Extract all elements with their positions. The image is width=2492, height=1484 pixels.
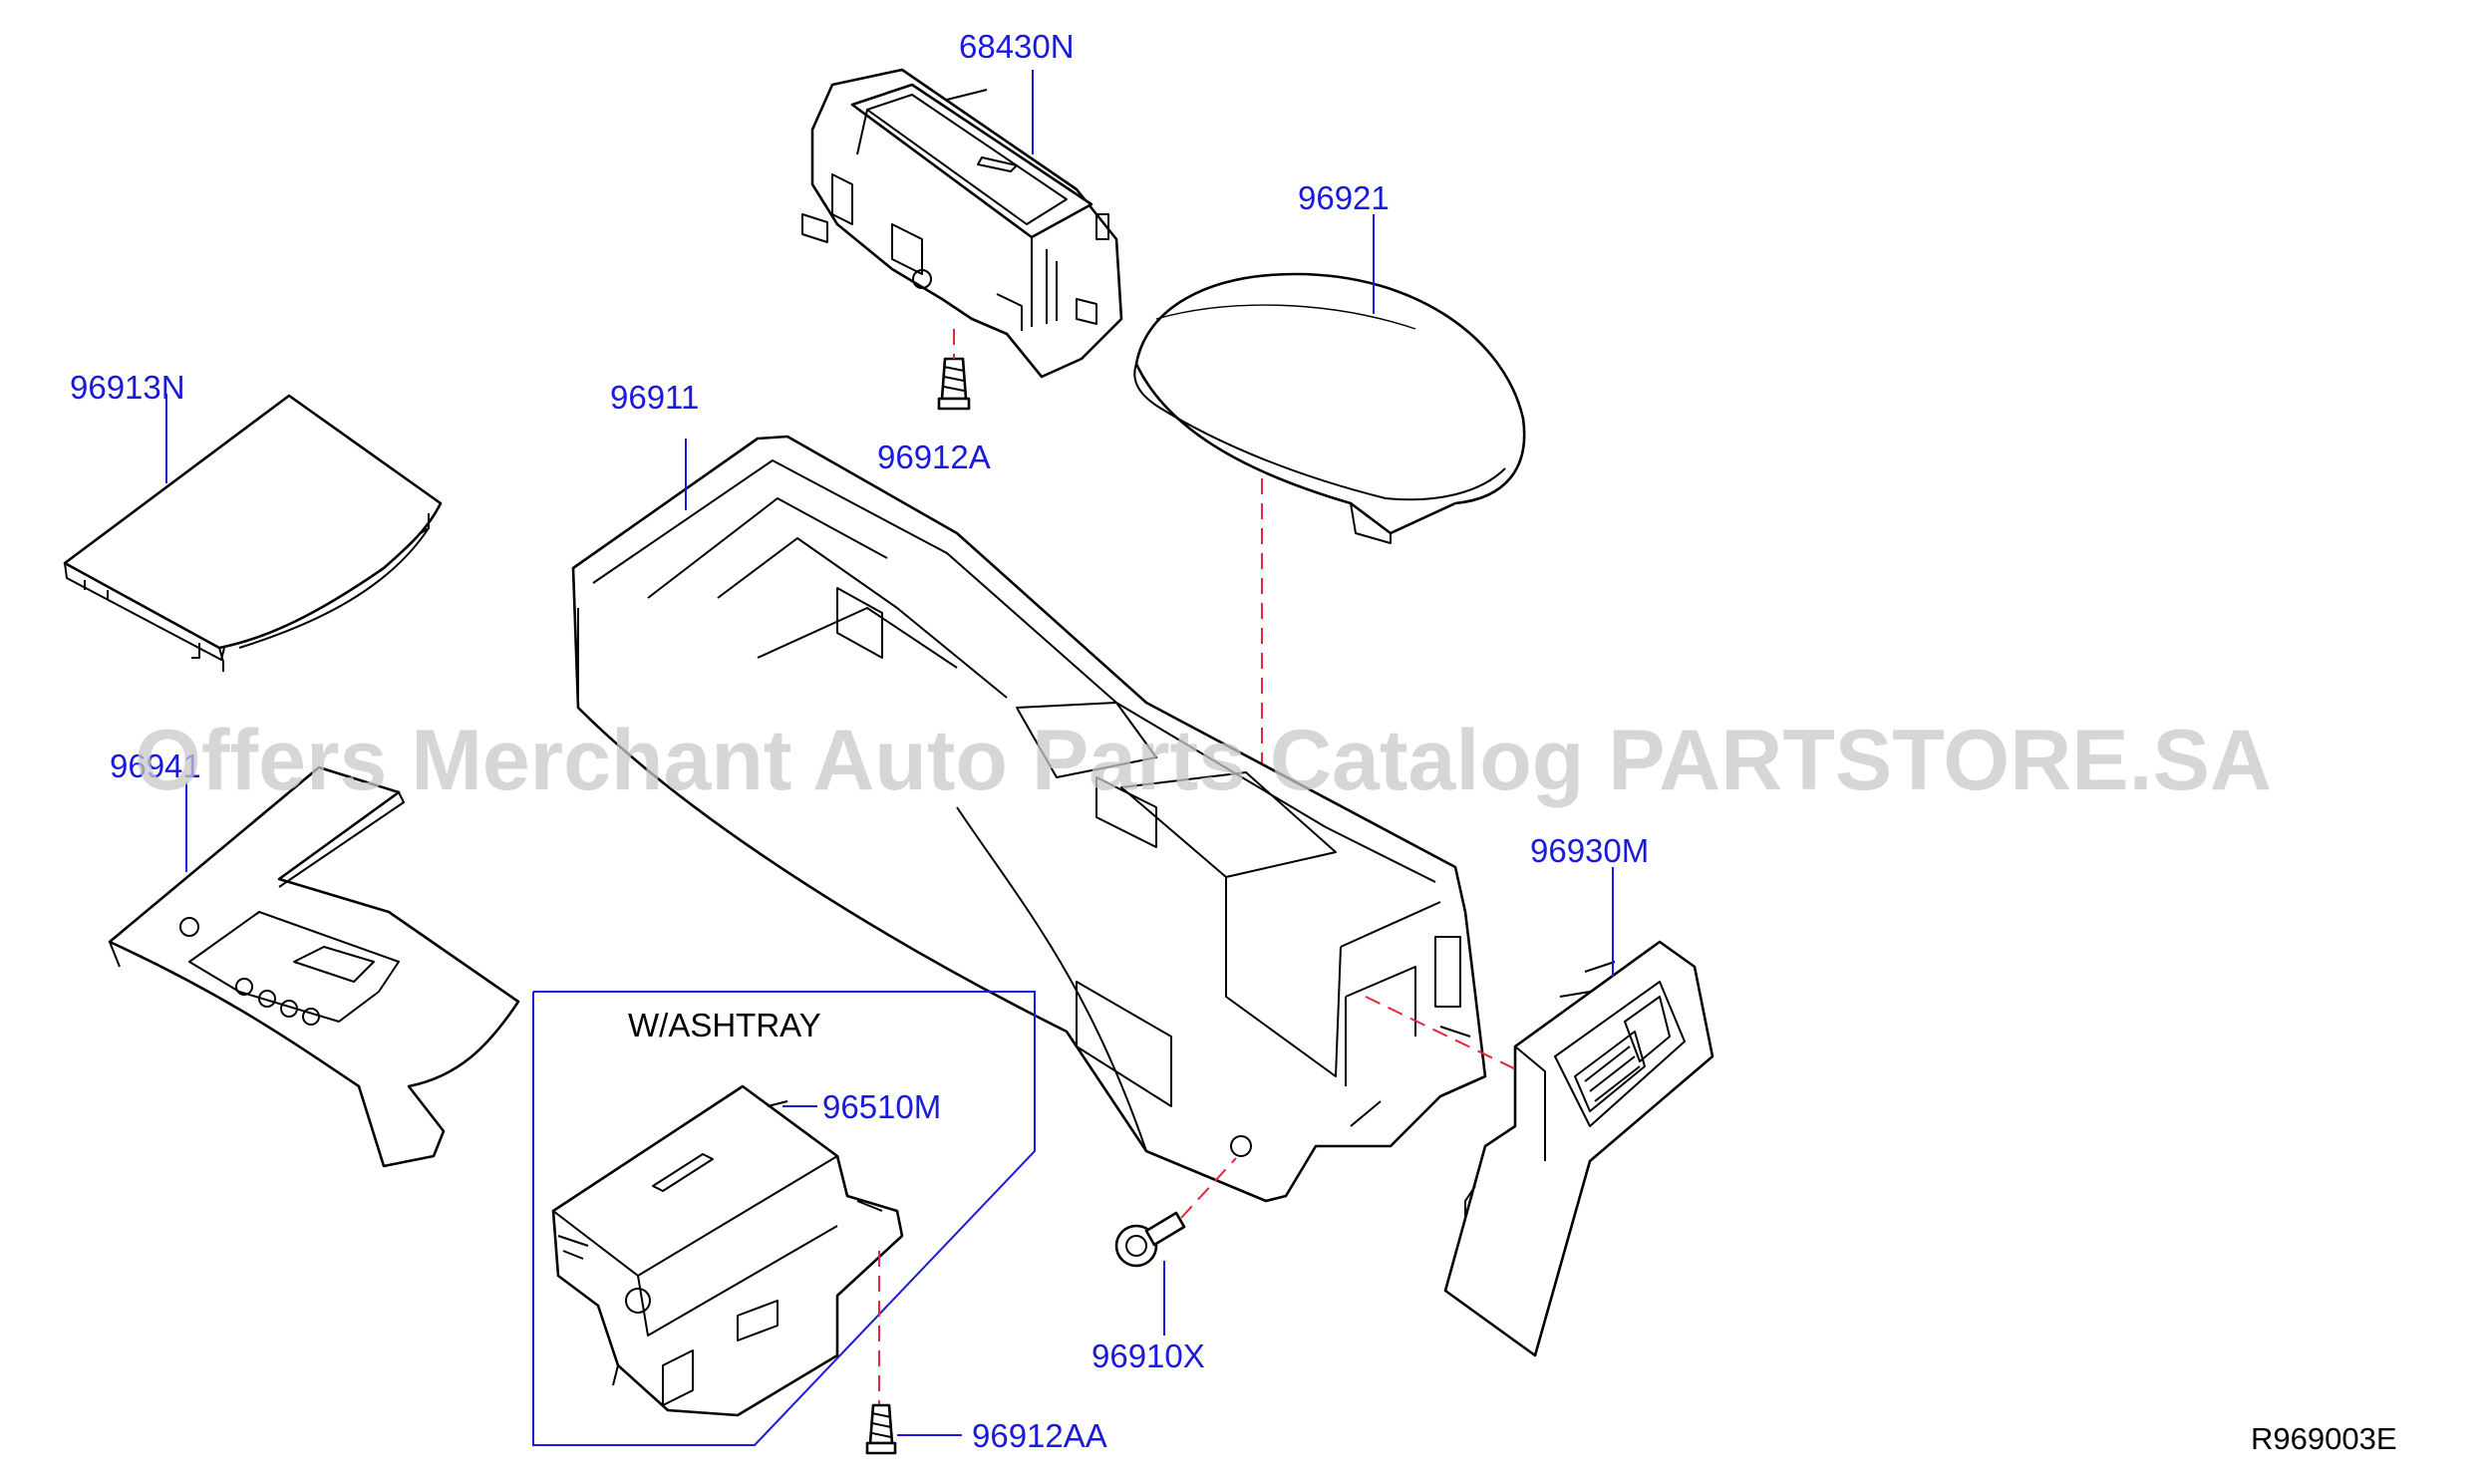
label-96911[interactable]: 96911	[610, 379, 699, 416]
inset-note-ashtray: W/ASHTRAY	[628, 1007, 821, 1043]
part-96930M-drawing[interactable]	[1443, 940, 1714, 1357]
label-96910X[interactable]: 96910X	[1091, 1337, 1205, 1374]
part-96510M-drawing[interactable]	[551, 1084, 904, 1417]
part-96911-drawing[interactable]	[571, 435, 1487, 1203]
diagram-reference: R969003E	[2251, 1421, 2397, 1456]
part-96913N-drawing[interactable]	[63, 394, 443, 672]
label-96912AA[interactable]: 96912AA	[972, 1417, 1107, 1454]
label-96941[interactable]: 96941	[110, 747, 201, 784]
part-68430N-drawing[interactable]	[801, 68, 1123, 379]
part-96921-drawing[interactable]	[1133, 272, 1526, 544]
inset-box-ashtray	[532, 991, 1036, 1446]
guide-96910X	[1180, 1157, 1237, 1219]
part-96912A-drawing[interactable]	[937, 357, 971, 411]
label-96930M[interactable]: 96930M	[1530, 832, 1649, 869]
label-96510M[interactable]: 96510M	[822, 1088, 941, 1125]
watermark-text: Offers Merchant Auto Parts Catalog PARTS…	[135, 713, 2272, 808]
label-96912A[interactable]: 96912A	[877, 439, 991, 475]
label-68430N[interactable]: 68430N	[959, 28, 1075, 65]
part-96912AA-drawing[interactable]	[865, 1403, 897, 1455]
guide-96930M	[1365, 996, 1521, 1072]
label-96921[interactable]: 96921	[1298, 179, 1390, 216]
part-96910X-drawing[interactable]	[1114, 1211, 1186, 1268]
label-96913N[interactable]: 96913N	[70, 369, 185, 406]
part-96941-drawing[interactable]	[108, 765, 520, 1168]
